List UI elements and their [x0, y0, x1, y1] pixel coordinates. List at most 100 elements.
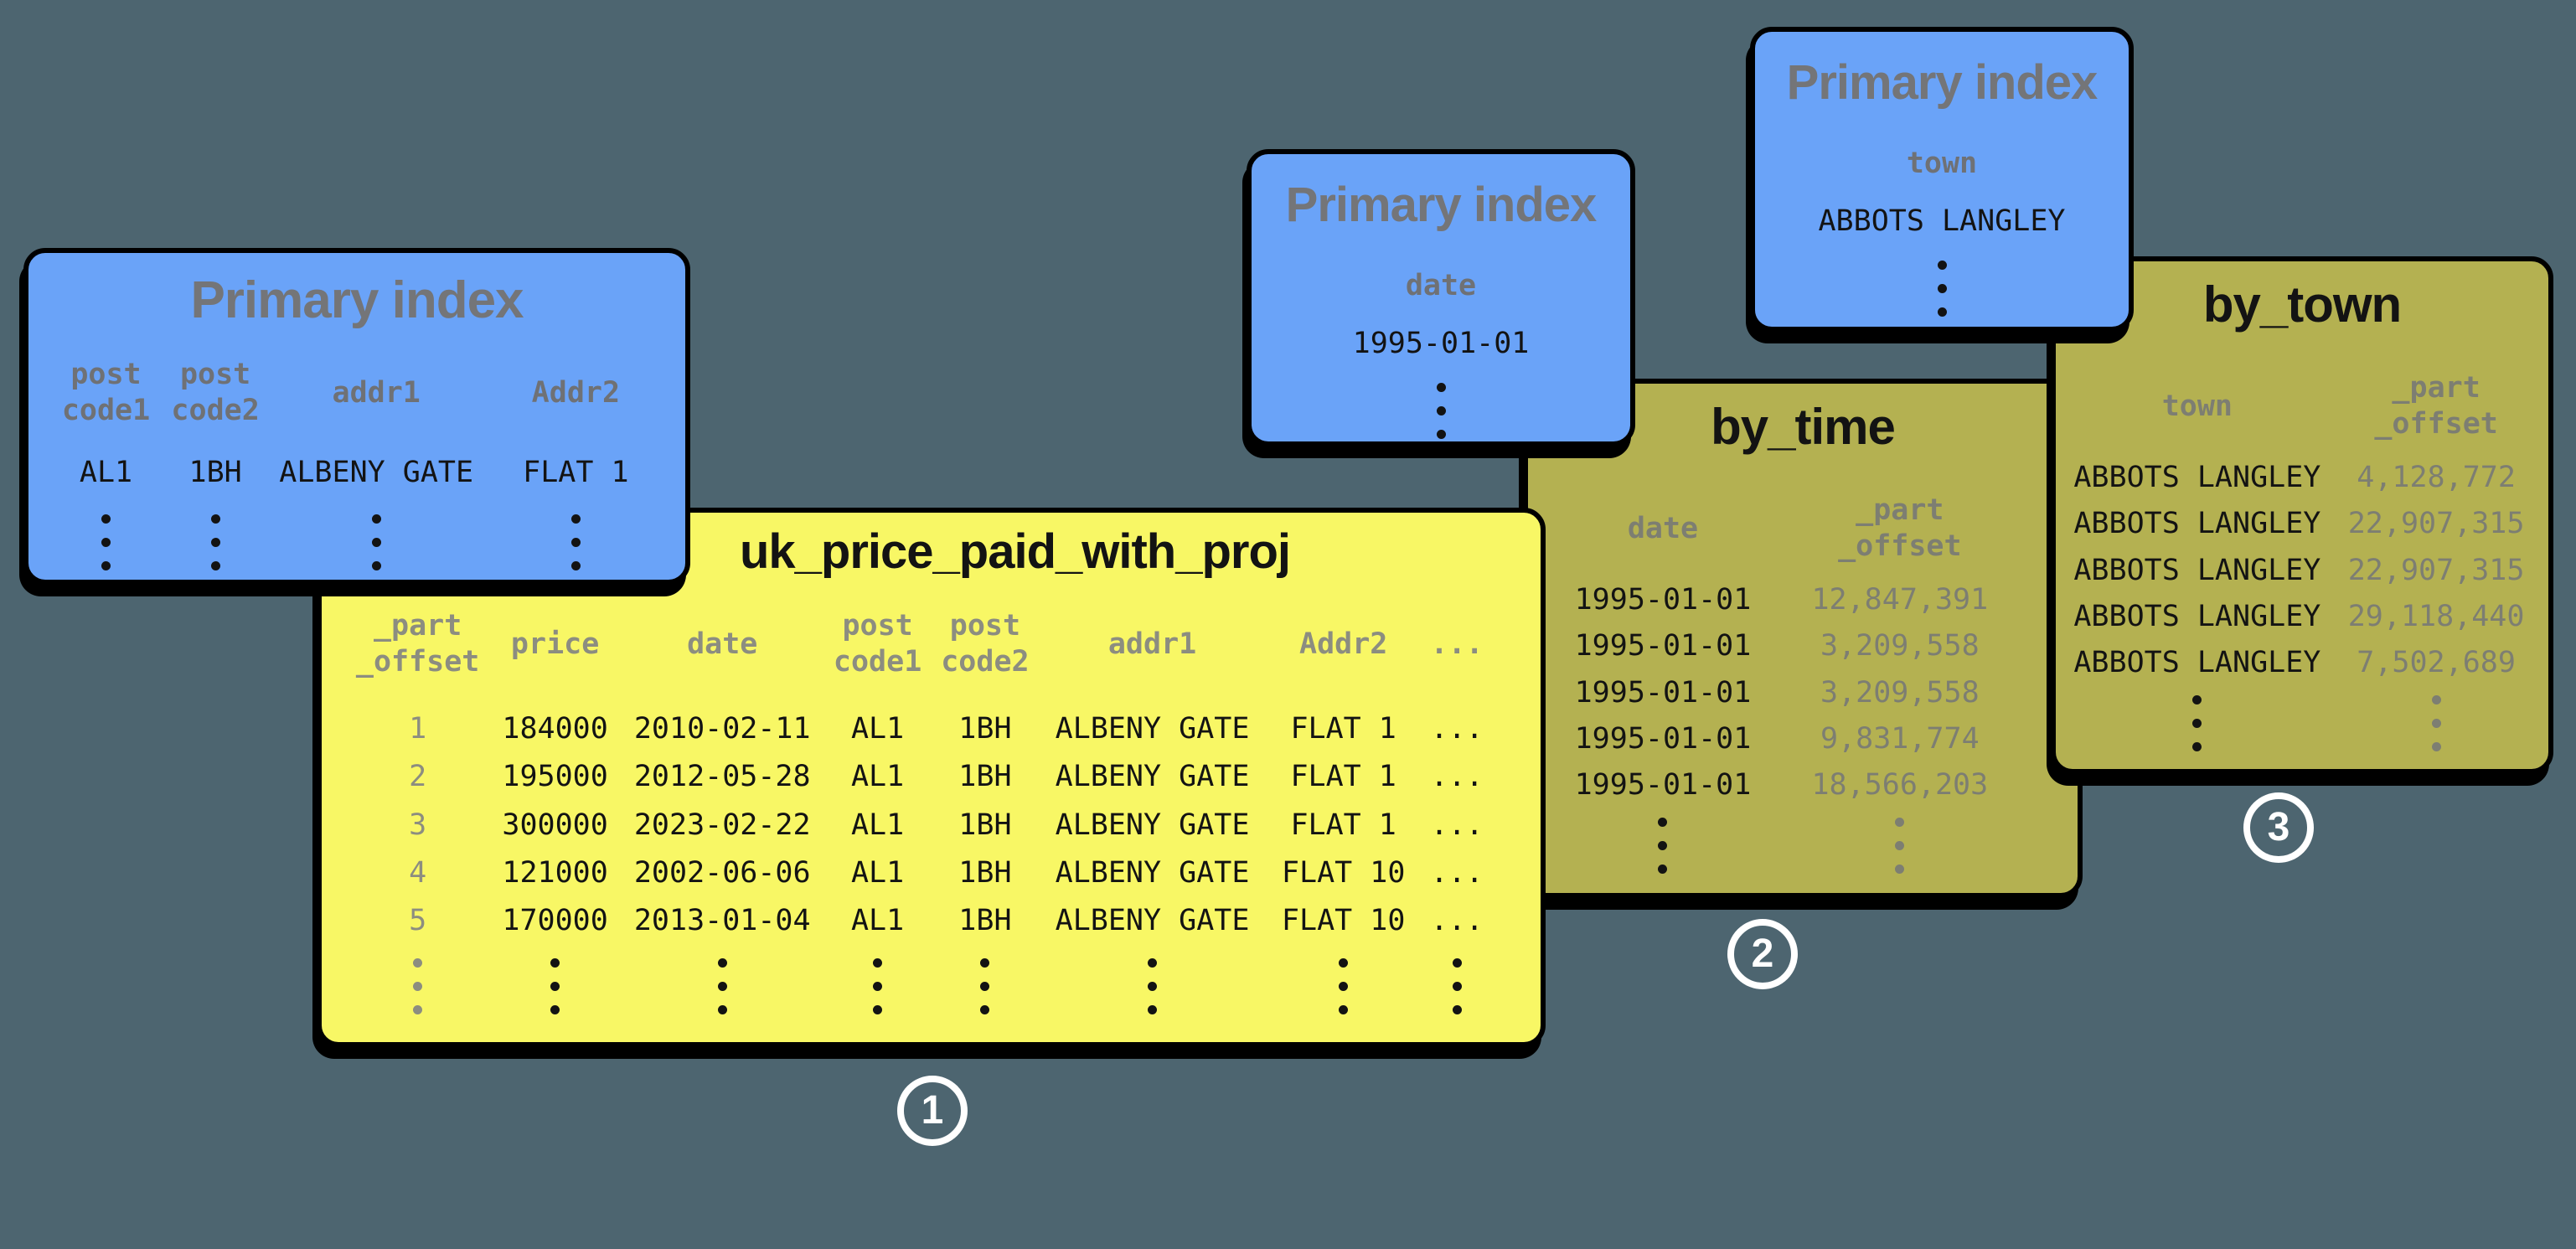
- card-title: Primary index: [1786, 55, 2098, 110]
- ellipsis-dots: [1937, 260, 1947, 317]
- table-cell: 1BH: [958, 855, 1012, 890]
- table-cell: ABBOTS LANGLEY: [2073, 553, 2321, 587]
- table-cell: post code2: [171, 358, 260, 428]
- table-cell: 1995-01-01: [1574, 768, 1752, 803]
- ellipsis-dots: [980, 957, 990, 1014]
- table-cell: 170000: [502, 904, 608, 938]
- ellipsis-dots: [210, 514, 220, 571]
- table-cell: 12,847,391: [1811, 582, 1989, 617]
- ellipsis-dots: [1658, 817, 1668, 874]
- table-cell: [1252, 382, 1630, 439]
- table-cell: [492, 514, 659, 571]
- table-cell: addr1: [332, 375, 421, 410]
- table-cell: [489, 957, 621, 1014]
- table-cell: ...: [1430, 808, 1484, 842]
- table-cell: [932, 957, 1039, 1014]
- step-badge-3: 3: [2243, 792, 2314, 863]
- table-cell: 29,118,440: [2347, 599, 2525, 633]
- primary-index-date-table: date 1995-01-01: [1252, 230, 1630, 439]
- table-cell: [346, 957, 489, 1014]
- table-cell: ...: [1430, 711, 1484, 746]
- table-cell: 1BH: [958, 904, 1012, 938]
- ellipsis-dots: [1452, 957, 1462, 1014]
- table-cell: date: [687, 627, 758, 661]
- table-header-row: date_part _offset: [1528, 493, 2078, 565]
- step-badge-label: 1: [921, 1088, 944, 1133]
- ellipsis-dots: [2192, 694, 2202, 751]
- table-cell: 2023-02-22: [633, 808, 811, 842]
- ellipsis-dots: [1339, 957, 1349, 1014]
- card-title: uk_price_paid_with_proj: [739, 524, 1291, 579]
- table-cell: 3,209,558: [1820, 675, 1980, 710]
- table-cell: [823, 957, 931, 1014]
- table-cell: ...: [1430, 904, 1484, 938]
- table-cell: 2012-05-28: [633, 760, 811, 794]
- table-cell: FLAT 10: [1281, 855, 1406, 890]
- table-cell: 1995-01-01: [1574, 629, 1752, 663]
- table-row: ABBOTS LANGLEY: [1755, 204, 2129, 240]
- table-cell: 5: [409, 904, 427, 938]
- table-cell: FLAT 1: [1290, 760, 1396, 794]
- table-cell: 1BH: [188, 455, 242, 489]
- table-row: 1995-01-01: [1252, 326, 1630, 362]
- table-cell: [2061, 694, 2334, 751]
- card-title: by_time: [1711, 399, 1896, 455]
- table-cell: post code1: [833, 609, 922, 679]
- table-cell: [1755, 260, 2129, 317]
- table-cell: AL1: [850, 711, 905, 746]
- table-cell: ABBOTS LANGLEY: [1818, 204, 2066, 239]
- ellipsis-dots: [1148, 957, 1158, 1014]
- table-cell: ALBENY GATE: [1055, 711, 1250, 746]
- ellipsis-dots: [1436, 382, 1446, 439]
- table-cell: 1BH: [958, 711, 1012, 746]
- table-cell: 7,502,689: [2357, 646, 2516, 680]
- table-cell: AL1: [79, 455, 133, 489]
- index-card-primary-date: Primary index date 1995-01-01: [1247, 149, 1635, 446]
- table-row: [2056, 694, 2548, 751]
- table-cell: 1995-01-01: [1574, 675, 1752, 710]
- table-cell: 1: [409, 711, 427, 746]
- table-cell: addr1: [1107, 627, 1197, 661]
- table-cell: 22,907,315: [2347, 507, 2525, 541]
- table-cell: 2013-01-04: [633, 904, 811, 938]
- step-badge-2: 2: [1727, 919, 1798, 989]
- table-row: [28, 514, 685, 571]
- table-cell: 1995-01-01: [1574, 721, 1752, 756]
- table-cell: ABBOTS LANGLEY: [2073, 507, 2321, 541]
- table-row: [322, 957, 1541, 1014]
- table-cell: AL1: [850, 855, 905, 890]
- table-row: [1755, 260, 2129, 317]
- table-cell: [261, 514, 493, 571]
- table-cell: 195000: [502, 760, 608, 794]
- table-cell: FLAT 1: [523, 455, 629, 489]
- table-cell: [1787, 817, 2013, 874]
- step-badge-label: 3: [2267, 805, 2290, 849]
- table-cell: [621, 957, 823, 1014]
- ellipsis-dots: [550, 957, 560, 1014]
- card-title: Primary index: [1285, 178, 1598, 232]
- ellipsis-dots: [101, 514, 111, 571]
- ellipsis-dots: [371, 514, 381, 571]
- table-header-row: date: [1252, 268, 1630, 304]
- ellipsis-dots: [2431, 694, 2441, 751]
- ellipsis-dots: [1895, 817, 1905, 874]
- table-cell: town: [2161, 389, 2233, 423]
- table-cell: [2334, 694, 2538, 751]
